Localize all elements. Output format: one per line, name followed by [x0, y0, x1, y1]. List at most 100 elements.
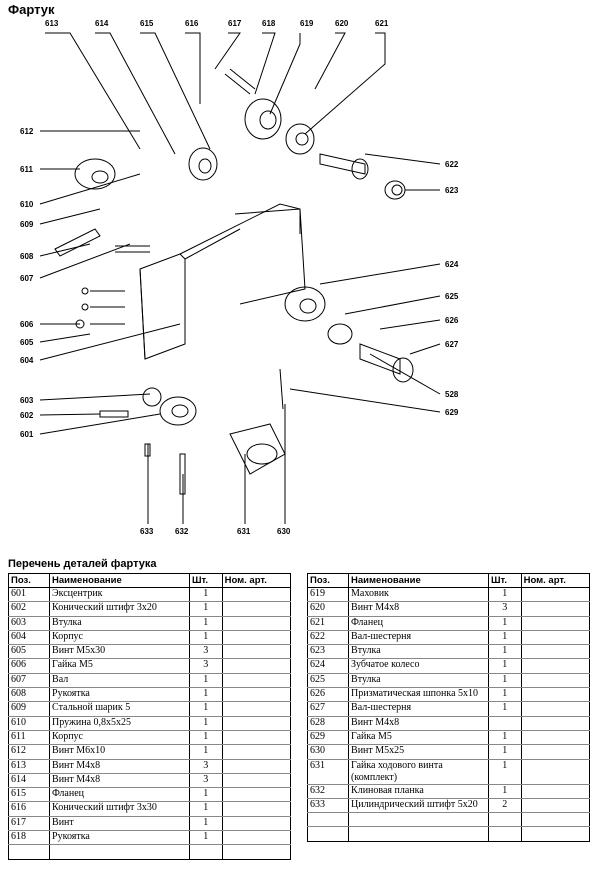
callout-label: 614	[95, 19, 109, 28]
cell-pos: 619	[306, 587, 350, 603]
cell-pos: 626	[306, 687, 350, 703]
cell-pos: 605	[7, 644, 51, 660]
cell-qty: 1	[188, 787, 223, 803]
cell-art	[221, 787, 292, 803]
cell-art	[221, 801, 292, 817]
cell-pos	[306, 826, 350, 842]
cell-name: Фланец	[49, 787, 190, 803]
cell-name: Стальной шарик 5	[49, 701, 190, 717]
cell-art	[221, 687, 292, 703]
cell-art	[221, 744, 292, 760]
cell-art	[221, 601, 292, 617]
callout-label: 616	[185, 19, 199, 28]
callout-label: 608	[20, 252, 34, 261]
cell-art	[221, 587, 292, 603]
cell-name: Винт М6х10	[49, 744, 190, 760]
cell-pos: 615	[7, 787, 51, 803]
cell-qty: 3	[188, 644, 223, 660]
cell-pos: 601	[7, 587, 51, 603]
cell-pos: 628	[306, 716, 350, 731]
cell-name: Втулка	[348, 644, 489, 660]
callout-label: 610	[20, 200, 34, 209]
cell-pos: 608	[7, 687, 51, 703]
cell-pos: 610	[7, 716, 51, 731]
cell-qty: 1	[188, 630, 223, 646]
cell-art	[221, 773, 292, 789]
cell-art	[520, 798, 591, 814]
table-header-row: Поз. Наименование Шт. Ном. арт.	[7, 573, 292, 588]
cell-qty: 1	[487, 784, 522, 799]
cell-name: Втулка	[49, 616, 190, 631]
cell-pos: 633	[306, 798, 350, 814]
cell-art	[520, 784, 591, 799]
cell-pos: 612	[7, 744, 51, 760]
callout-label: 604	[20, 356, 34, 365]
callout-label: 627	[445, 340, 459, 349]
cell-name: Клиновая планка	[348, 784, 489, 799]
cell-art	[221, 830, 292, 846]
cell-name: Корпус	[49, 630, 190, 646]
table-row	[7, 844, 292, 860]
cell-art	[221, 730, 292, 746]
cell-qty: 1	[188, 673, 223, 689]
cell-art	[221, 644, 292, 660]
cell-qty: 1	[188, 716, 223, 731]
cell-qty: 1	[487, 616, 522, 631]
cell-name	[348, 826, 489, 842]
cell-art	[520, 673, 591, 689]
cell-qty: 1	[487, 658, 522, 674]
cell-qty: 1	[487, 644, 522, 660]
page-title: Фартук	[8, 2, 55, 17]
cell-name: Винт	[49, 816, 190, 832]
cell-qty: 1	[487, 673, 522, 689]
callout-label: 623	[445, 186, 459, 195]
callout-label: 602	[20, 411, 34, 420]
cell-name: Втулка	[348, 673, 489, 689]
cell-art	[520, 587, 591, 603]
cell-art	[221, 701, 292, 717]
cell-pos: 611	[7, 730, 51, 746]
cell-qty: 1	[188, 730, 223, 746]
table-header-row: Поз. Наименование Шт. Ном. арт.	[306, 573, 591, 588]
cell-qty: 1	[188, 601, 223, 617]
cell-art	[520, 701, 591, 717]
cell-qty: 1	[487, 744, 522, 760]
cell-qty: 1	[188, 616, 223, 631]
cell-pos: 632	[306, 784, 350, 799]
cell-qty: 1	[487, 587, 522, 603]
callout-label: 621	[375, 19, 389, 28]
cell-art	[221, 716, 292, 731]
cell-art	[221, 630, 292, 646]
cell-qty: 3	[188, 773, 223, 789]
callout-label: 618	[262, 19, 276, 28]
callout-label: 626	[445, 316, 459, 325]
cell-art	[221, 673, 292, 689]
cell-qty: 1	[487, 630, 522, 646]
callout-label: 620	[335, 19, 349, 28]
cell-art	[520, 601, 591, 617]
cell-name: Корпус	[49, 730, 190, 746]
header-qty: Шт.	[188, 573, 223, 588]
